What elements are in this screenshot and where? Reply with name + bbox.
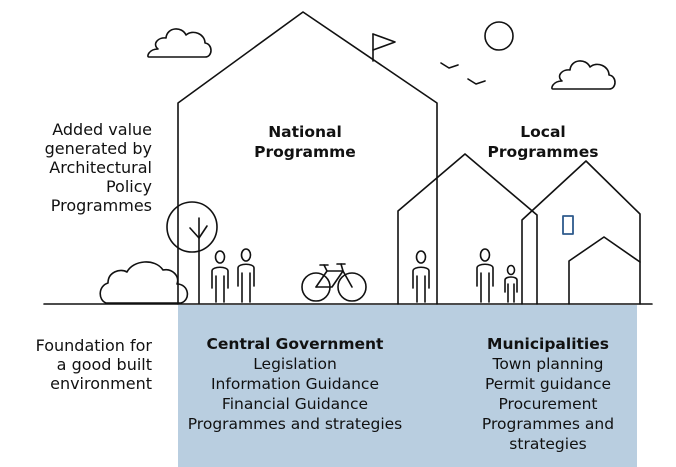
foundation-line: a good built	[56, 355, 152, 374]
local-house-2-outline	[521, 160, 641, 305]
person-icon	[412, 250, 430, 303]
national-title-line: National	[268, 123, 342, 141]
municipalities-item: Permit guidance	[484, 375, 612, 393]
added-value-label: Added value generated by Architectural P…	[45, 120, 152, 215]
window-icon	[562, 215, 574, 235]
local-programmes-title: Local Programmes	[483, 122, 603, 162]
tree-icon	[166, 201, 218, 304]
municipalities-item: Procurement	[498, 395, 598, 413]
foundation-line: environment	[50, 374, 152, 393]
foundation-label: Foundation for a good built environment	[36, 336, 152, 393]
municipalities-title: Municipalities	[487, 335, 609, 353]
local-title-line: Local	[520, 123, 566, 141]
central-government-title: Central Government	[206, 335, 384, 353]
person-icon	[237, 248, 255, 303]
added-value-line: Policy	[105, 177, 152, 196]
added-value-line: generated by	[44, 139, 152, 158]
sun-icon	[484, 21, 514, 51]
local-house-1-outline	[397, 153, 538, 305]
central-government-item: Legislation	[253, 355, 337, 373]
bird-icon	[467, 78, 486, 85]
municipalities-block: Municipalities Town planning Permit guid…	[468, 334, 628, 454]
central-government-item: Programmes and strategies	[187, 415, 403, 433]
foundation-line: Foundation for	[35, 336, 152, 355]
bush-icon	[99, 261, 189, 304]
municipalities-item: Town planning	[492, 355, 604, 373]
bird-icon	[440, 62, 459, 69]
person-icon	[476, 248, 494, 303]
national-house-outline	[177, 11, 438, 305]
municipalities-item: Programmes and	[481, 415, 615, 433]
central-government-item: Information Guidance	[210, 375, 379, 393]
local-title-line: Programmes	[487, 143, 599, 161]
local-house-3-outline	[568, 236, 641, 305]
foundation-panel	[178, 305, 637, 467]
added-value-line: Added value	[52, 120, 152, 139]
cloud-icon	[551, 60, 616, 90]
central-government-block: Central Government Legislation Informati…	[180, 334, 410, 434]
bicycle-icon	[301, 263, 367, 302]
municipalities-item: strategies	[509, 435, 587, 453]
national-title-line: Programme	[254, 143, 356, 161]
central-government-item: Financial Guidance	[221, 395, 369, 413]
national-programme-title: National Programme	[245, 122, 365, 162]
cloud-icon	[147, 28, 212, 58]
child-icon	[504, 264, 518, 303]
added-value-line: Architectural	[49, 158, 152, 177]
person-icon	[211, 250, 229, 303]
added-value-line: Programmes	[50, 196, 152, 215]
flag-icon	[372, 33, 396, 62]
